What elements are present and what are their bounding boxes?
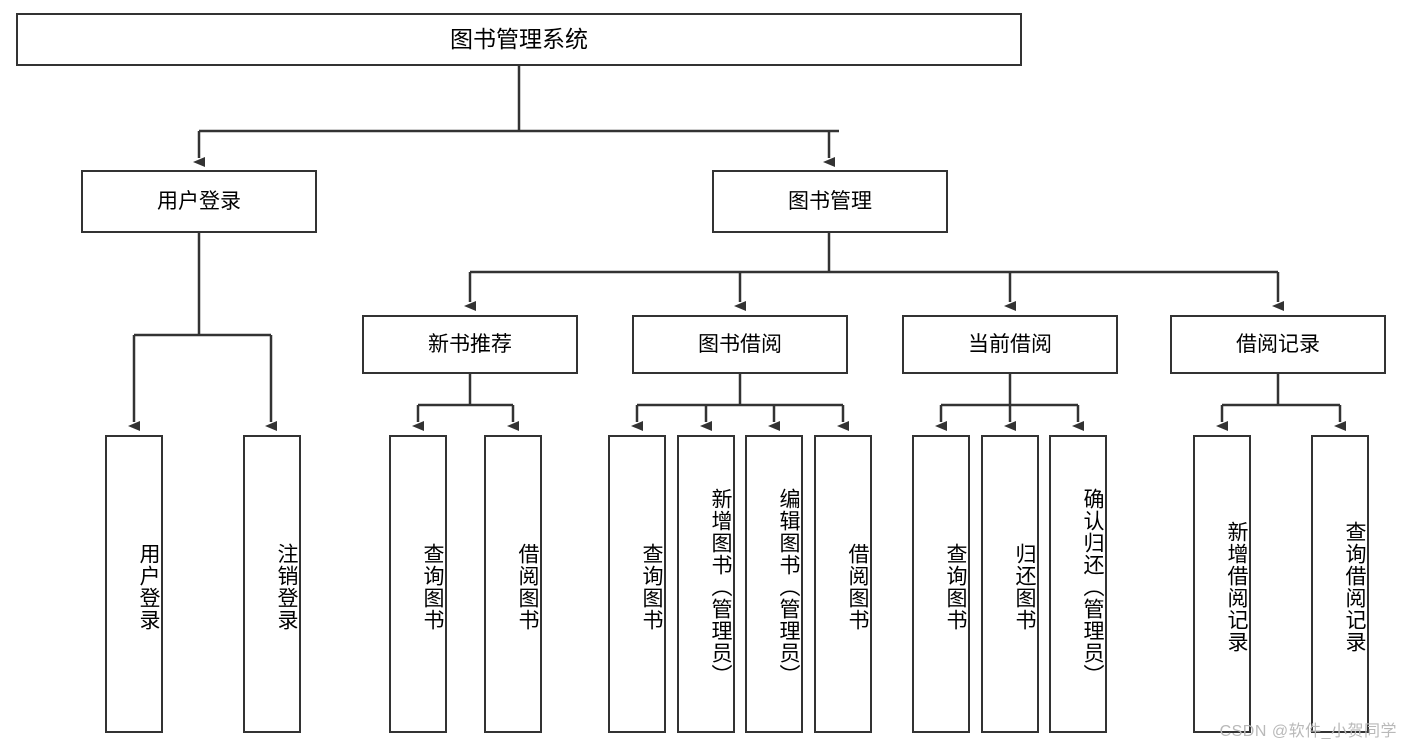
node-label: 借阅记录	[1236, 332, 1320, 356]
node-book-borrow[interactable]: 图书借阅	[632, 315, 848, 374]
node-label: 用户登录	[157, 189, 241, 213]
leaf-edit-book-admin[interactable]: 编辑图书（管理员）	[745, 435, 803, 733]
leaf-query-book-borrow[interactable]: 查询图书	[608, 435, 666, 733]
node-label: 查询图书	[421, 543, 444, 631]
node-borrow-record[interactable]: 借阅记录	[1170, 315, 1386, 374]
node-label: 新增图书（管理员）	[709, 488, 732, 686]
node-label: 图书管理	[788, 189, 872, 213]
node-label: 查询图书	[944, 543, 967, 631]
node-label: 图书管理系统	[450, 26, 588, 53]
node-label: 借阅图书	[846, 543, 869, 631]
node-label: 注销登录	[275, 543, 298, 631]
node-label: 借阅图书	[516, 543, 539, 631]
node-label: 查询图书	[640, 543, 663, 631]
leaf-add-borrow-record[interactable]: 新增借阅记录	[1193, 435, 1251, 733]
node-label: 图书借阅	[698, 332, 782, 356]
node-current-borrow[interactable]: 当前借阅	[902, 315, 1118, 374]
node-book-management[interactable]: 图书管理	[712, 170, 948, 233]
node-label: 新增借阅记录	[1225, 521, 1248, 653]
leaf-query-book-current[interactable]: 查询图书	[912, 435, 970, 733]
leaf-query-borrow-record[interactable]: 查询借阅记录	[1311, 435, 1369, 733]
leaf-borrow-book-recommend[interactable]: 借阅图书	[484, 435, 542, 733]
leaf-borrow-book[interactable]: 借阅图书	[814, 435, 872, 733]
leaf-user-login[interactable]: 用户登录	[105, 435, 163, 733]
node-label: 归还图书	[1013, 543, 1036, 631]
node-new-book-recommend[interactable]: 新书推荐	[362, 315, 578, 374]
leaf-logout[interactable]: 注销登录	[243, 435, 301, 733]
watermark: CSDN @软件_小贺同学	[1219, 723, 1397, 740]
node-label: 用户登录	[137, 543, 160, 631]
node-label: 当前借阅	[968, 332, 1052, 356]
node-user-login[interactable]: 用户登录	[81, 170, 317, 233]
leaf-add-book-admin[interactable]: 新增图书（管理员）	[677, 435, 735, 733]
node-label: 查询借阅记录	[1343, 521, 1366, 653]
node-root-system[interactable]: 图书管理系统	[16, 13, 1022, 66]
node-label: 编辑图书（管理员）	[777, 488, 800, 686]
leaf-return-book[interactable]: 归还图书	[981, 435, 1039, 733]
node-label: 确认归还（管理员）	[1081, 488, 1104, 686]
leaf-confirm-return-admin[interactable]: 确认归还（管理员）	[1049, 435, 1107, 733]
leaf-query-book-recommend[interactable]: 查询图书	[389, 435, 447, 733]
node-label: 新书推荐	[428, 332, 512, 356]
